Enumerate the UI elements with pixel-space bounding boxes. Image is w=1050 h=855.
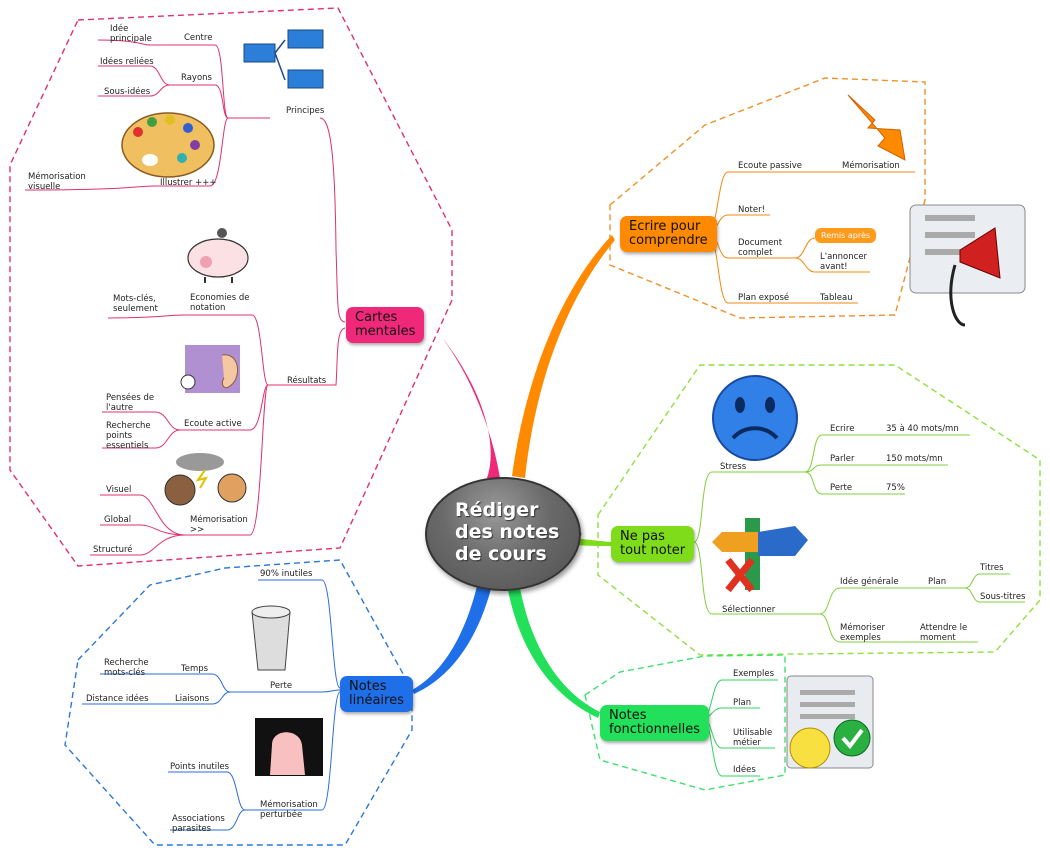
lightning-arrow-icon (847, 94, 906, 161)
lineaires-boundary (64, 559, 413, 846)
node-associations-parasites[interactable]: Associations parasites (172, 814, 225, 834)
ecrire-boundary (609, 77, 926, 319)
node-resultats[interactable]: Résultats (287, 376, 327, 386)
node-noter[interactable]: Noter! (738, 205, 766, 215)
branch-cartes-mentales[interactable]: Cartes mentales (346, 307, 425, 343)
piggy-bank-icon (187, 228, 249, 283)
network-boxes-icon (243, 29, 324, 89)
node-mots-cles-seulement[interactable]: Mots-clés, seulement (113, 294, 158, 314)
node-distance-idees[interactable]: Distance idées (86, 694, 149, 704)
node-idee-principale[interactable]: Idée principale (110, 24, 152, 44)
node-perte-value[interactable]: 75% (886, 483, 905, 493)
node-sous-titres[interactable]: Sous-titres (980, 592, 1026, 602)
node-plan-nepas[interactable]: Plan (928, 577, 947, 587)
node-memorisation-ecrire[interactable]: Mémorisation (842, 161, 900, 171)
node-pensees-de-lautre[interactable]: Pensées de l'autre (106, 393, 155, 413)
node-parler-rate[interactable]: 150 mots/mn (886, 454, 943, 464)
node-idees-reliees[interactable]: Idées reliées (100, 57, 154, 67)
branch-ne-pas-tout-noter[interactable]: Ne pas tout noter (611, 526, 695, 562)
node-90-inutiles[interactable]: 90% inutiles (260, 569, 313, 579)
fonctionnelles-main-branch (508, 588, 600, 718)
central-topic-title: Rédiger des notes de cours (455, 499, 560, 565)
node-idee-generale[interactable]: Idée générale (840, 577, 899, 587)
node-tableau[interactable]: Tableau (820, 293, 853, 303)
ear-listening-icon (180, 345, 240, 393)
lineaires-main-branch (412, 582, 492, 694)
node-visuel[interactable]: Visuel (106, 485, 132, 495)
cartes-main-branch (433, 326, 500, 478)
node-ecoute-active[interactable]: Ecoute active (184, 419, 242, 429)
nepas-boundary (597, 364, 1041, 656)
ecrire-main-branch (512, 235, 615, 478)
node-utilisable-metier[interactable]: Utilisable métier (733, 728, 773, 748)
signpost-x-icon (712, 518, 808, 593)
node-document-complet[interactable]: Document complet (738, 238, 783, 258)
node-recherche-points-essentiels[interactable]: Recherche points essentiels (106, 421, 151, 451)
node-attendre-le-moment[interactable]: Attendre le moment (920, 623, 968, 643)
megaphone-document-icon (909, 204, 1026, 327)
node-liaisons[interactable]: Liaisons (175, 694, 210, 704)
paint-palette-icon (121, 112, 215, 178)
node-parler[interactable]: Parler (830, 454, 855, 464)
node-plan-expose[interactable]: Plan exposé (738, 293, 790, 303)
node-rayons[interactable]: Rayons (181, 73, 212, 83)
node-sous-idees[interactable]: Sous-idées (104, 87, 151, 97)
node-selectionner[interactable]: Sélectionner (722, 605, 776, 615)
sad-face-icon (712, 375, 798, 461)
document-bulb-check-icon (786, 675, 874, 769)
node-memoriser-exemples[interactable]: Mémoriser exemples (840, 623, 886, 643)
node-exemples[interactable]: Exemples (733, 669, 775, 679)
node-illustrer[interactable]: Illustrer +++ (160, 178, 217, 188)
node-ecrire-rate[interactable]: 35 à 40 mots/mn (886, 424, 959, 434)
fonctionnelles-boundary (584, 654, 786, 791)
node-remis-apres[interactable]: Remis après (815, 228, 877, 243)
node-global[interactable]: Global (104, 515, 132, 525)
node-centre[interactable]: Centre (184, 33, 213, 43)
node-ecoute-passive[interactable]: Ecoute passive (738, 161, 802, 171)
head-brain-icon (255, 718, 323, 776)
branch-notes-lineaires[interactable]: Notes linéaires (340, 676, 413, 712)
node-memorisation[interactable]: Mémorisation >> (190, 515, 248, 535)
node-principes[interactable]: Principes (286, 106, 325, 116)
node-memorisation-perturbee[interactable]: Mémorisation perturbée (260, 800, 318, 820)
node-ecrire[interactable]: Ecrire (830, 424, 855, 434)
node-memorisation-visuelle[interactable]: Mémorisation visuelle (28, 172, 86, 192)
node-temps[interactable]: Temps (181, 664, 209, 674)
node-perte-stress[interactable]: Perte (830, 483, 853, 493)
node-lannoncer-avant[interactable]: L'annoncer avant! (820, 252, 868, 272)
node-titres[interactable]: Titres (980, 563, 1004, 573)
branch-notes-fonctionnelles[interactable]: Notes fonctionnelles (600, 705, 710, 741)
storm-faces-icon (164, 453, 247, 506)
node-stress[interactable]: Stress (720, 462, 747, 472)
shredded-bin-icon (251, 605, 291, 671)
node-idees[interactable]: Idées (733, 765, 756, 775)
node-recherche-mots-cles[interactable]: Recherche mots-clés (104, 658, 149, 678)
nepas-main-branch (575, 538, 611, 546)
node-structure[interactable]: Structuré (93, 545, 133, 555)
branch-ecrire-pour-comprendre[interactable]: Ecrire pour comprendre (620, 216, 717, 252)
node-plan-fonctionnelles[interactable]: Plan (733, 698, 752, 708)
node-economies-de-notation[interactable]: Economies de notation (190, 293, 250, 313)
node-perte-lineaires[interactable]: Perte (270, 681, 293, 691)
central-topic[interactable]: Rédiger des notes de cours (425, 477, 581, 591)
cartes-boundary (9, 7, 453, 567)
node-points-inutiles[interactable]: Points inutiles (170, 762, 230, 772)
